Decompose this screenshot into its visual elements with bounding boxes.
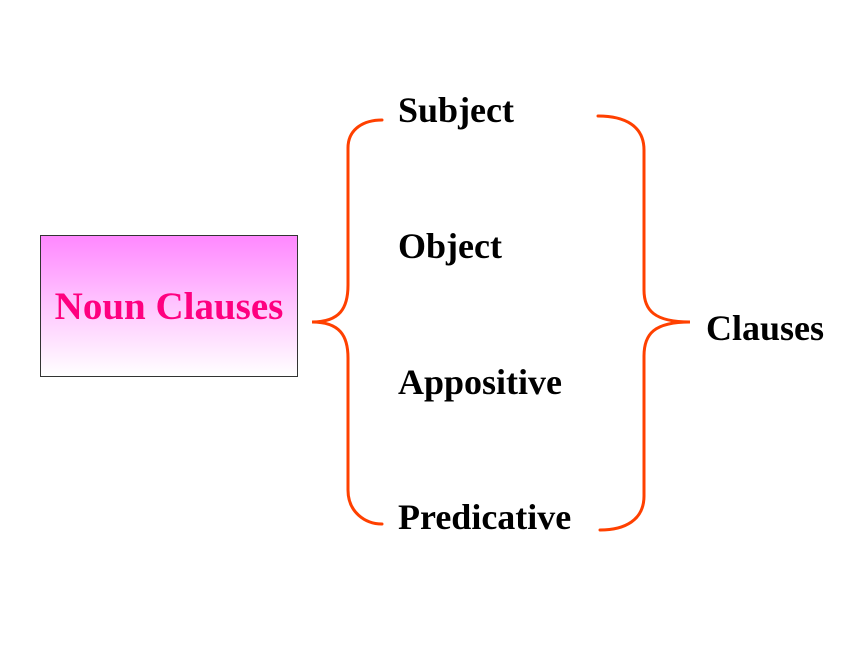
left-brace <box>311 118 384 526</box>
item-predicative: Predicative <box>398 497 572 537</box>
clauses-label: Clauses <box>706 308 825 348</box>
item-subject: Subject <box>398 90 514 130</box>
right-brace <box>596 114 691 532</box>
noun-clauses-box: Noun Clauses <box>40 235 298 377</box>
item-appositive: Appositive <box>398 362 563 402</box>
item-object: Object <box>398 226 502 266</box>
noun-clauses-label: Noun Clauses <box>54 285 284 328</box>
